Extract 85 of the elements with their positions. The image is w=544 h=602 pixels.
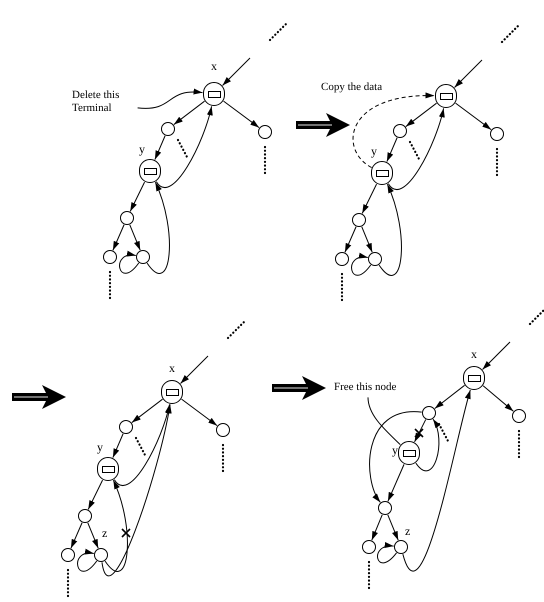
tree-node xyxy=(368,252,382,266)
node-label: y xyxy=(139,142,145,156)
arrow xyxy=(223,100,260,128)
arrow xyxy=(104,480,128,572)
arrow xyxy=(369,411,422,503)
node-label: y xyxy=(97,440,103,454)
tree-node xyxy=(378,501,392,515)
arrow xyxy=(388,108,444,190)
tree-node xyxy=(393,124,407,138)
arrow xyxy=(434,384,466,409)
tree-node xyxy=(258,125,272,139)
arrow xyxy=(377,543,398,564)
arrow xyxy=(344,226,357,253)
arrow xyxy=(455,102,492,130)
arrow xyxy=(361,226,373,253)
arrow xyxy=(415,418,440,472)
tree-node xyxy=(352,213,366,227)
tree-node xyxy=(78,509,92,523)
dashed-arrow xyxy=(352,92,435,168)
annotation-text: Free this node xyxy=(334,381,402,394)
annotation-text: Delete this Terminal xyxy=(72,89,134,115)
arrow xyxy=(112,224,125,251)
terminal-node xyxy=(97,457,119,481)
terminal-node xyxy=(203,82,225,106)
node-label: z xyxy=(102,526,108,540)
terminal-node xyxy=(371,161,393,185)
terminal-node xyxy=(398,441,420,465)
terminal-node xyxy=(463,366,485,390)
node-label: x xyxy=(211,59,217,73)
arrow xyxy=(130,182,146,212)
arrow xyxy=(351,254,372,276)
terminal-node xyxy=(435,84,457,108)
arrow xyxy=(386,137,398,162)
arrow xyxy=(129,224,141,251)
arrow xyxy=(482,385,514,412)
arrow xyxy=(77,550,98,572)
arrow xyxy=(482,342,510,370)
node-label: y xyxy=(371,144,377,158)
arrow xyxy=(154,135,166,160)
node-label: x xyxy=(471,347,477,361)
arrow xyxy=(454,60,482,88)
arrow xyxy=(387,464,405,502)
tree-node xyxy=(120,211,134,225)
arrow xyxy=(387,514,399,541)
tree-node xyxy=(119,420,133,434)
node-label: x xyxy=(169,361,175,375)
arrow xyxy=(114,404,170,486)
arrow xyxy=(371,514,383,541)
arrow xyxy=(180,356,208,384)
tree-node xyxy=(103,250,117,264)
arrow xyxy=(222,58,250,86)
tree-node xyxy=(61,548,75,562)
edge-label: Copy the data xyxy=(320,81,384,94)
tree-node xyxy=(216,423,230,437)
tree-node xyxy=(512,409,526,423)
arrow xyxy=(101,404,172,576)
arrow xyxy=(87,522,99,549)
tree-node xyxy=(161,122,175,136)
terminal-node xyxy=(139,159,161,183)
node-label: z xyxy=(405,524,410,538)
tree-node xyxy=(335,252,349,266)
arrow xyxy=(146,182,170,274)
arrow xyxy=(112,433,124,458)
tree-node xyxy=(362,540,376,554)
arrow xyxy=(414,419,426,442)
arrow xyxy=(88,480,104,510)
arrow xyxy=(131,398,164,424)
terminal-node xyxy=(161,380,183,404)
arrow xyxy=(173,100,206,126)
arrow xyxy=(378,184,402,276)
leader-line xyxy=(137,88,204,109)
leader-line xyxy=(368,396,401,446)
arrow xyxy=(70,522,83,549)
arrow xyxy=(119,252,140,274)
arrow xyxy=(156,106,212,188)
node-label: y xyxy=(392,443,398,457)
tree-node xyxy=(94,548,108,562)
arrow xyxy=(181,398,218,426)
tree-node xyxy=(490,127,504,141)
arrow xyxy=(405,102,438,128)
arrow xyxy=(402,389,471,572)
tree-node xyxy=(422,406,436,420)
arrow xyxy=(362,184,378,214)
tree-node xyxy=(136,250,150,264)
tree-node xyxy=(394,540,408,554)
